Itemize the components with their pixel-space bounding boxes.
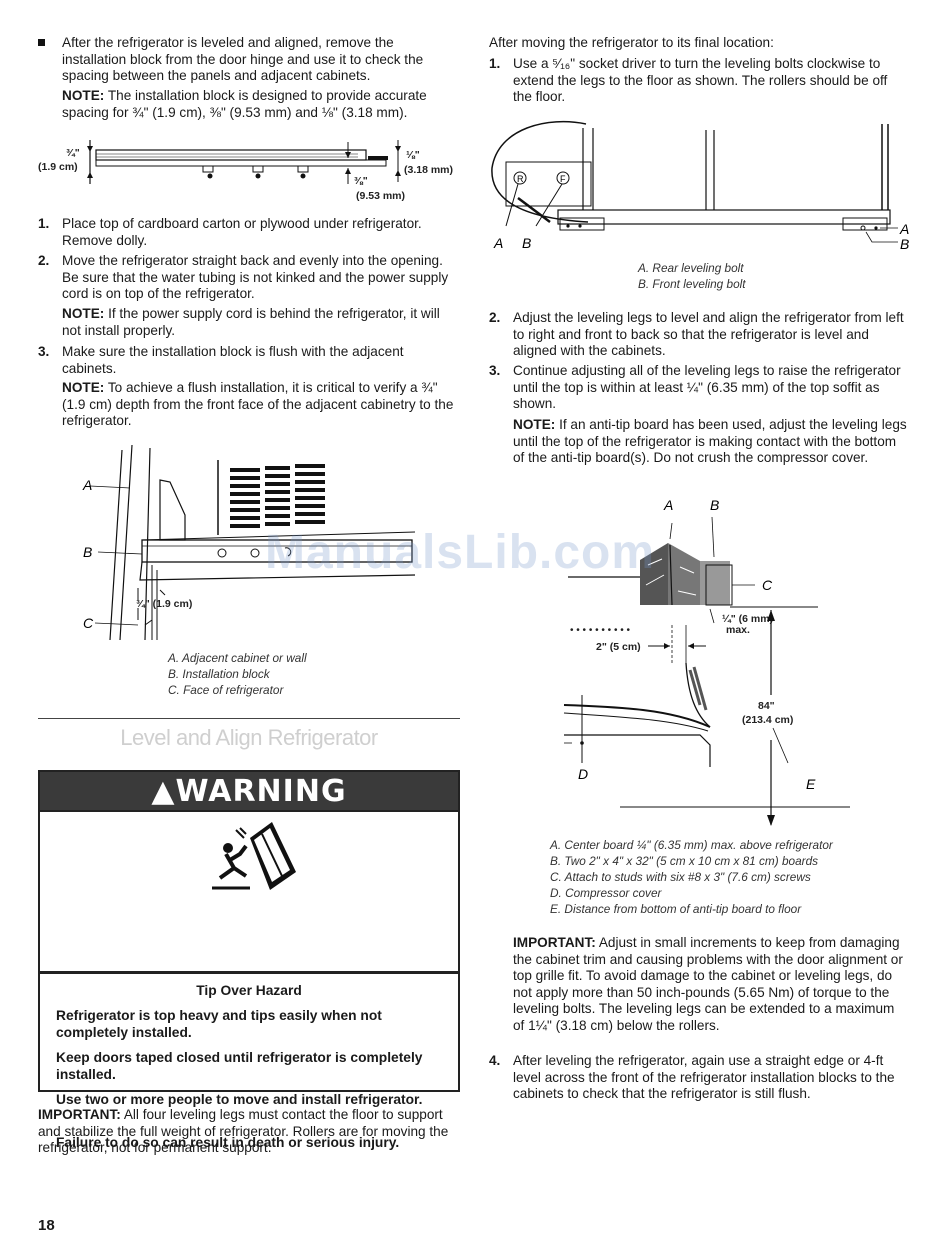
- page-number: 18: [38, 1217, 55, 1234]
- label-a: A: [493, 235, 503, 251]
- warning-line: Failure to do so can result in death or …: [56, 1135, 400, 1150]
- dim-label: 2" (5 cm): [596, 641, 641, 653]
- figure-captions: A. Adjacent cabinet or wall B. Installat…: [168, 651, 307, 697]
- figure-captions: A. Center board ¼" (6.35 mm) max. above …: [550, 838, 833, 916]
- hazard-title: Tip Over Hazard: [196, 983, 302, 998]
- warning-line: Refrigerator is top heavy and tips easil…: [56, 1008, 382, 1040]
- label-a2: A: [899, 221, 909, 237]
- square-bullet-icon: [38, 39, 45, 46]
- warning-box: ▲WARNING Tip Over Hazard Refrigerator is…: [38, 770, 460, 1150]
- label-c: C: [762, 577, 773, 593]
- dim-label: max.: [726, 624, 750, 636]
- dim-label: ⅜": [354, 175, 368, 187]
- dim-label: (1.9 cm): [38, 161, 78, 173]
- dim-label: ¾": [66, 147, 80, 159]
- warning-triangle-icon: ▲: [151, 774, 176, 809]
- flush-installation-figure: A B C ¾" (1.9 cm): [82, 444, 416, 641]
- circle-f-label: F: [560, 174, 566, 184]
- tip-over-icon-panel: [40, 810, 458, 974]
- label-a: A: [663, 497, 673, 513]
- label-b2: B: [900, 236, 909, 252]
- left-column: After the refrigerator is leveled and al…: [0, 0, 470, 1241]
- label-e: E: [806, 776, 816, 792]
- dim-label: (3.18 mm): [404, 164, 453, 176]
- label-a: A: [82, 477, 92, 493]
- label-b: B: [710, 497, 719, 513]
- note-power-cord: NOTE: If the power supply cord is behind…: [62, 306, 440, 338]
- figure-captions: A. Rear leveling bolt B. Front leveling …: [638, 261, 746, 291]
- anti-tip-board-figure: A B C ¼" (6 mm) max. • • • • • • • • • •…: [563, 497, 850, 826]
- label-d: D: [578, 766, 588, 782]
- watermark: ManualsLib.com: [265, 526, 656, 579]
- note-spacing: NOTE: The installation block is designed…: [62, 88, 427, 120]
- note-anti-tip: NOTE: If an anti-tip board has been used…: [513, 417, 907, 465]
- section-title: Level and Align Refrigerator: [120, 725, 378, 750]
- label-b: B: [83, 544, 92, 560]
- label-b: B: [522, 235, 531, 251]
- section-divider: [38, 718, 460, 719]
- warning-line: Use two or more people to move and insta…: [56, 1092, 423, 1107]
- dim-label: (213.4 cm): [742, 714, 793, 726]
- dotted-line: • • • • • • • • • •: [570, 625, 631, 636]
- right-column: After moving the refrigerator to its fin…: [470, 0, 950, 1241]
- circle-r-label: R: [517, 174, 524, 184]
- dim-label: (9.53 mm): [356, 190, 405, 202]
- dim-label: ¾" (1.9 cm): [136, 598, 192, 610]
- dim-label: ¼" (6 mm): [722, 613, 773, 625]
- tip-over-hazard-icon: [212, 822, 296, 890]
- bullet-text: After the refrigerator is leveled and al…: [62, 35, 424, 83]
- intro-text: After moving the refrigerator to its fin…: [489, 35, 774, 50]
- warning-line: Keep doors taped closed until refrigerat…: [56, 1050, 423, 1082]
- important-torque: IMPORTANT: Adjust in small increments to…: [513, 935, 903, 1033]
- dim-label: 84": [758, 700, 775, 712]
- installation-block-figure: ¾" (1.9 cm) ⅛" (3.18 mm) ⅜" (9.53 mm): [38, 140, 453, 202]
- label-c: C: [83, 615, 94, 631]
- note-flush: NOTE: To achieve a flush installation, i…: [62, 380, 454, 428]
- important-legs: IMPORTANT: All four leveling legs must c…: [38, 1107, 449, 1155]
- dim-label: ⅛": [406, 149, 420, 161]
- warning-header: ▲WARNING: [40, 772, 458, 810]
- leveling-bolts-figure: R F A B A B: [491, 120, 909, 252]
